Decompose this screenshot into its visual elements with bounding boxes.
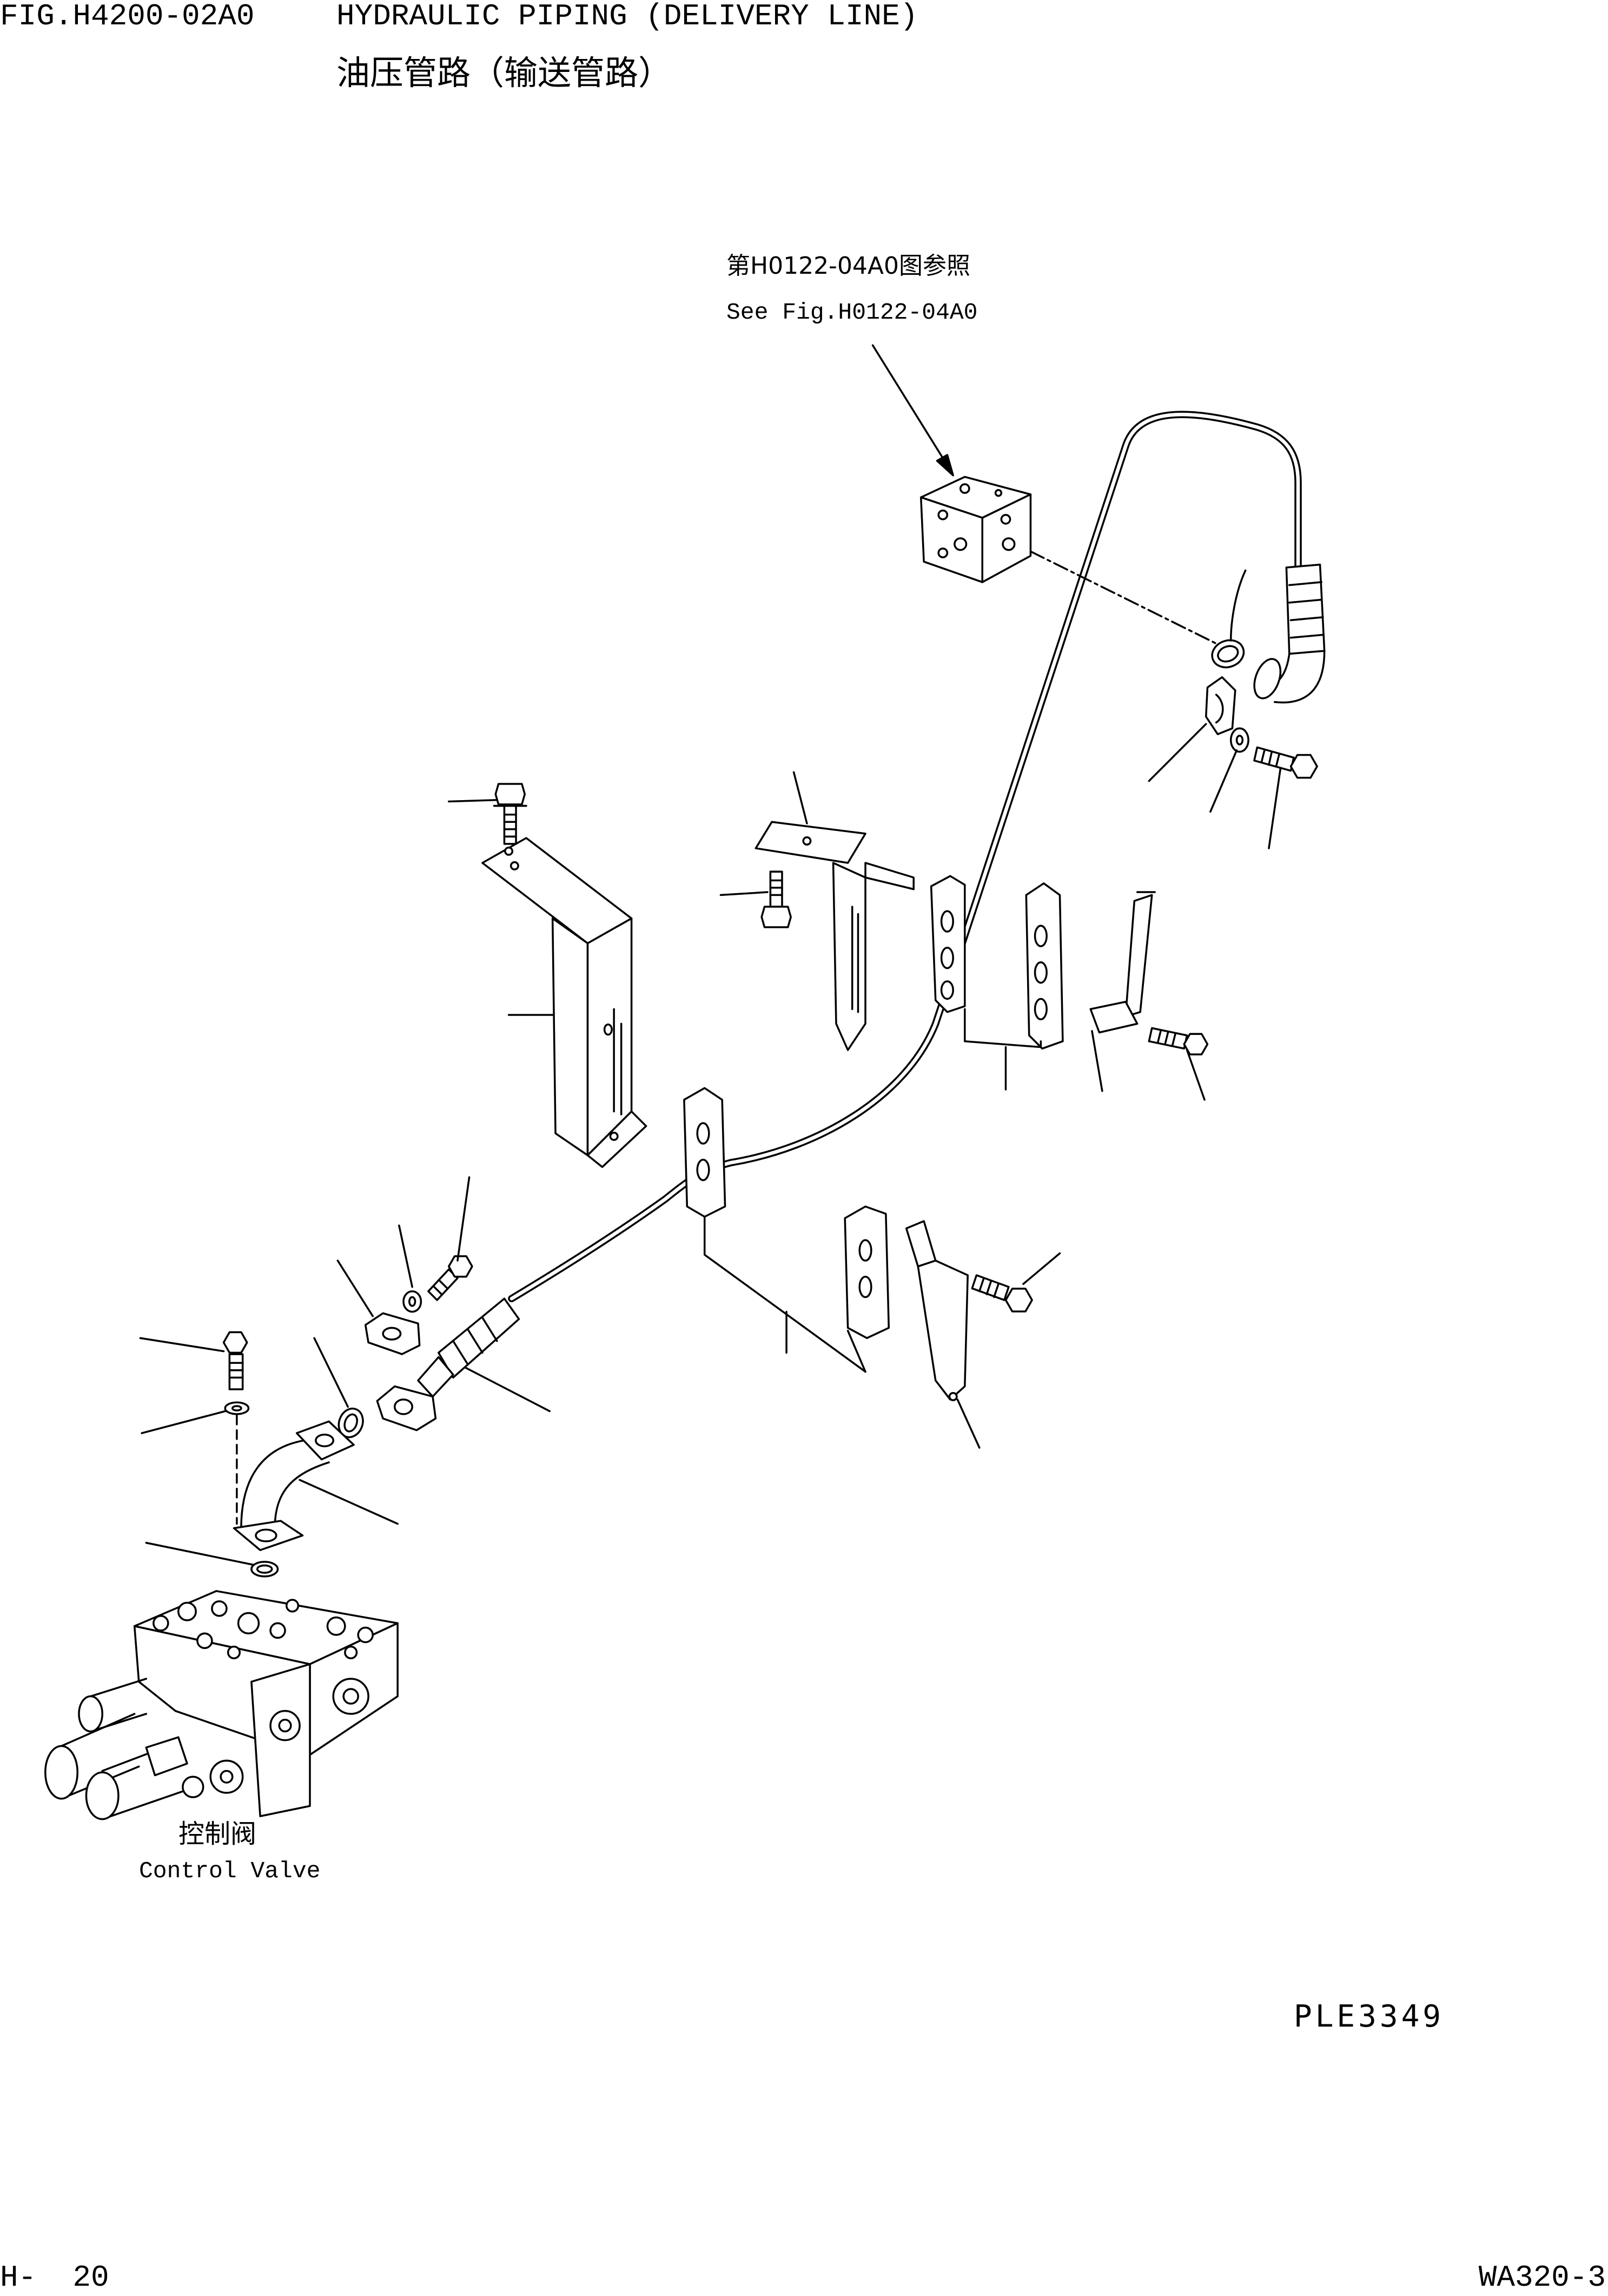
bracket-lower: [905, 1220, 969, 1401]
bolt-elbow: [222, 1331, 248, 1390]
alignment-line: [1029, 550, 1217, 645]
o-ring-top: [1211, 639, 1245, 669]
page-title-chinese: 油压管路（输送管路）: [336, 53, 672, 93]
leader-line: [464, 1366, 551, 1413]
bolt-bracket-middle: [760, 870, 792, 928]
leader-line: [145, 1541, 254, 1566]
washer-top: [1229, 727, 1249, 753]
o-ring-valve: [250, 1561, 279, 1578]
clamp-d: [844, 1205, 890, 1340]
bolt-bracket-small-right: [1148, 1027, 1209, 1055]
bolt-bottom: [427, 1255, 473, 1301]
leader-line: [964, 1008, 1042, 1048]
bolt-top: [1253, 746, 1318, 779]
split-flange-upper: [364, 1312, 421, 1355]
control-valve: [44, 1590, 399, 1820]
bracket-small-right: [1089, 891, 1156, 1034]
clamp-b: [1025, 882, 1064, 1050]
bolt-bracket-large: [493, 783, 527, 845]
hose-fitting-bottom: [417, 1297, 520, 1398]
hose-fitting-top: [1253, 563, 1326, 704]
leader-line: [1268, 767, 1282, 849]
bracket-large: [481, 837, 647, 1168]
leader-line: [1148, 723, 1207, 782]
elbow-pipe: [233, 1420, 355, 1552]
figure-number: FIG.H4200-02A0: [0, 0, 255, 34]
bolt-bracket-lower: [971, 1274, 1033, 1312]
page-number: H- 20: [0, 2260, 109, 2295]
leader-line: [447, 799, 498, 803]
leader-line: [846, 1330, 866, 1373]
leader-line: [1209, 749, 1238, 813]
leader-line: [299, 1479, 399, 1525]
leader-line: [1186, 1049, 1206, 1101]
leader-line: [141, 1410, 226, 1434]
leader-line: [1091, 1030, 1103, 1092]
junction-block: [919, 476, 1032, 583]
reference-arrow: [871, 344, 954, 477]
leader-line: [1022, 1252, 1061, 1285]
drawing-code: PLE3349: [1294, 1999, 1445, 2034]
leader-line: [792, 771, 808, 824]
washer-elbow: [224, 1401, 250, 1415]
reference-note-chinese: 第H0122-04A0图参照: [726, 252, 971, 280]
washer-bottom: [402, 1290, 422, 1313]
leader-line: [1229, 569, 1247, 642]
leader-line: [719, 891, 769, 896]
control-valve-label: Control Valve: [139, 1858, 321, 1884]
leader-line: [398, 1224, 413, 1288]
leader-line: [336, 1259, 374, 1317]
delivery-hose: [508, 411, 1302, 1303]
model-code: WA320-3: [1478, 2260, 1606, 2295]
leader-line: [956, 1398, 981, 1449]
split-flange-lower: [376, 1385, 437, 1431]
bracket-middle: [755, 821, 915, 1051]
clamp-a: [930, 875, 966, 1013]
control-valve-label-chinese: 控制阀: [178, 1819, 257, 1849]
leader-line: [139, 1337, 225, 1352]
split-flange-top: [1205, 676, 1236, 735]
reference-note: See Fig.H0122-04A0: [726, 299, 978, 326]
page-title: HYDRAULIC PIPING (DELIVERY LINE): [336, 0, 918, 34]
clamp-c: [683, 1087, 726, 1218]
leader-line: [456, 1176, 471, 1262]
leader-line: [703, 1216, 866, 1373]
leader-line: [313, 1337, 349, 1408]
leader-lines: [139, 569, 1282, 1566]
